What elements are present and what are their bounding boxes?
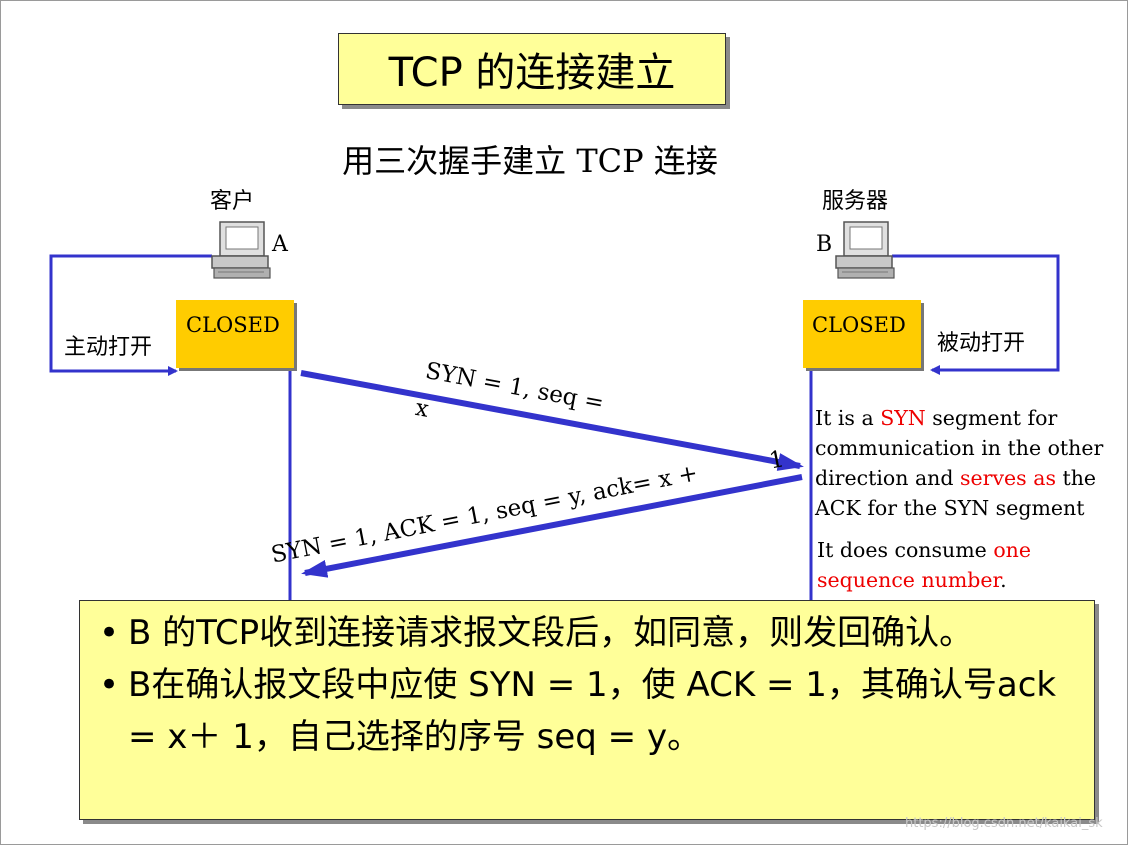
syn-arrow: [300, 370, 804, 471]
bullet-item: • B 的TCP收到连接请求报文段后，如同意，则发回确认。: [90, 607, 1094, 659]
client-state-box: [176, 300, 294, 368]
client-state-label: CLOSED: [186, 313, 280, 337]
watermark: https://blog.csdn.net/kaikai_sk: [905, 816, 1103, 831]
server-state-label: CLOSED: [812, 313, 906, 337]
bullet-text-2: B在确认报文段中应使 SYN = 1，使 ACK = 1，其确认号ack = x…: [128, 665, 1057, 757]
synack-arrow: [301, 474, 803, 578]
syn-segment-note: It is a SYN segment for communication in…: [815, 406, 1104, 520]
summary-box: • B 的TCP收到连接请求报文段后，如同意，则发回确认。 • B在确认报文段中…: [79, 600, 1095, 820]
slide-title: TCP 的连接建立: [338, 33, 726, 105]
computer-icon-client: [211, 221, 271, 279]
client-role-label: 客户: [210, 189, 255, 214]
bullet-symbol: •: [98, 613, 120, 653]
server-state-box: [803, 300, 921, 368]
server-role-label: 服务器: [822, 189, 889, 214]
client-action-label: 主动打开: [64, 335, 153, 360]
bullet-text-1: B 的TCP收到连接请求报文段后，如同意，则发回确认。: [128, 613, 974, 653]
bullet-symbol: •: [98, 665, 120, 705]
server-host-letter: B: [816, 232, 833, 257]
computer-icon-server: [835, 221, 895, 279]
client-host-letter: A: [272, 232, 288, 257]
slide-subtitle: 用三次握手建立 TCP 连接: [342, 142, 718, 180]
server-action-label: 被动打开: [937, 331, 1026, 356]
bullet-item: • B在确认报文段中应使 SYN = 1，使 ACK = 1，其确认号ack =…: [90, 659, 1094, 763]
sequence-number-note: It does consume one sequence number.: [817, 538, 1032, 592]
client-open-loop: [49, 254, 212, 376]
server-open-loop: [892, 254, 1060, 375]
